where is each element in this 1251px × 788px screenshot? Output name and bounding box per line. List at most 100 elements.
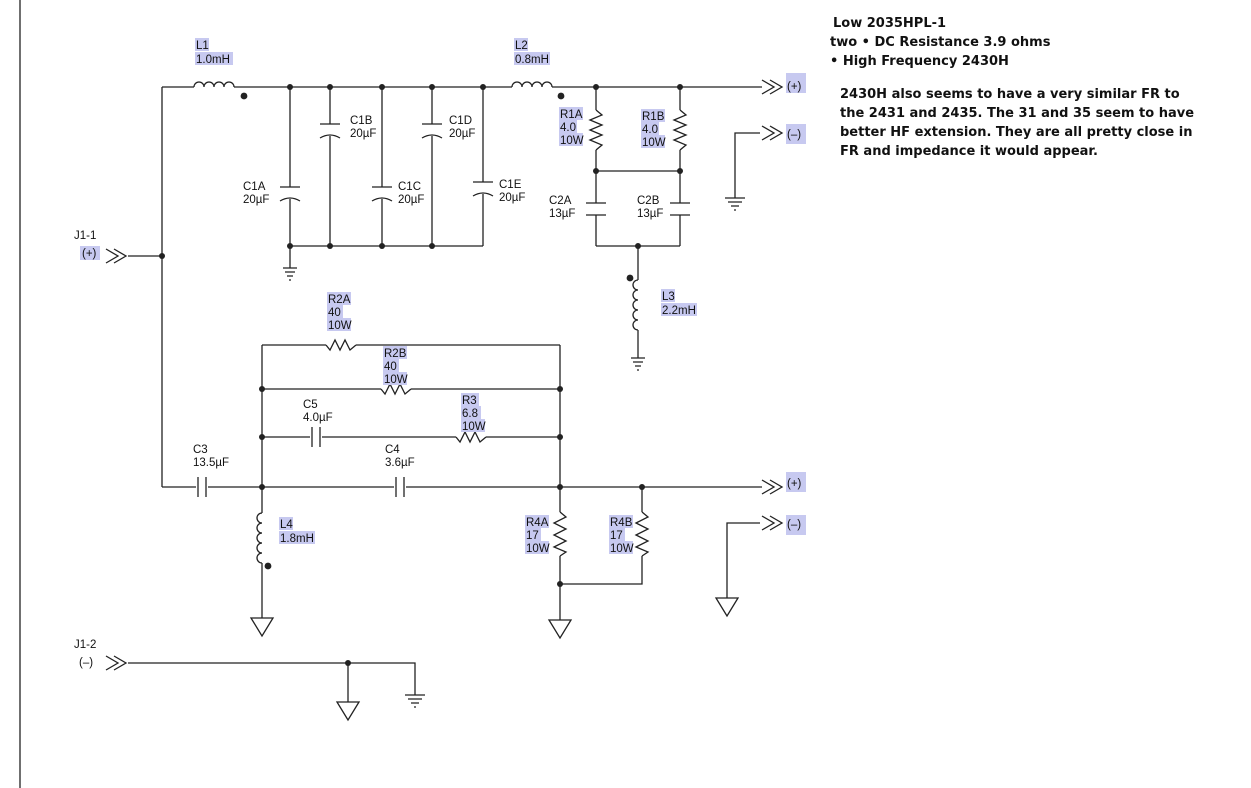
junction-dot — [677, 84, 683, 90]
c3-name: C3 — [193, 444, 208, 456]
l3-name: L3 — [662, 291, 675, 303]
connector-labels: J1-1 (+) J1-2 (–) (+) (–) (+) (–) — [74, 81, 802, 669]
inductor-l3 — [626, 274, 639, 332]
c1c-value: 20µF — [398, 194, 424, 206]
junction-dot — [557, 484, 563, 490]
component-labels: L1 1.0mH L2 0.8mH L3 2.2mH L4 1.8mH C1A … — [193, 40, 696, 555]
capacitor-c4 — [395, 477, 405, 497]
junction-dot — [327, 243, 333, 249]
c4-name: C4 — [385, 444, 400, 456]
capacitor-c1a — [279, 186, 301, 202]
inductor-l2 — [511, 81, 565, 100]
r4b-value: 17 — [610, 530, 623, 542]
lf-plus-label: (+) — [787, 478, 802, 490]
r4a-name: R4A — [526, 517, 549, 529]
l4-value: 1.8mH — [280, 533, 314, 545]
j1-1-polarity: (+) — [82, 248, 97, 260]
c2b-name: C2B — [637, 195, 660, 207]
capacitor-c1c — [371, 186, 393, 202]
junction-dot — [557, 434, 563, 440]
wires — [128, 86, 762, 702]
note-dc-resistance: two • DC Resistance 3.9 ohms — [830, 35, 1051, 50]
r3-power: 10W — [462, 421, 486, 433]
lf-minus-output-arrow — [761, 515, 784, 531]
c1c-name: C1C — [398, 181, 421, 193]
ground-symbol — [405, 694, 425, 708]
resistor-r1a — [588, 109, 604, 151]
r1b-power: 10W — [642, 137, 666, 149]
inductor-l4 — [256, 512, 272, 570]
r2b-name: R2B — [384, 348, 407, 360]
label-highlights — [80, 38, 806, 554]
junction-dot — [287, 243, 293, 249]
ground-symbol — [725, 197, 745, 211]
c2a-value: 13µF — [549, 208, 575, 220]
r4a-power: 10W — [526, 543, 550, 555]
j1-1-name: J1-1 — [74, 230, 96, 242]
r2a-value: 40 — [328, 307, 341, 319]
polarity-dot — [557, 92, 565, 100]
hf-plus-output-arrow — [761, 79, 784, 95]
junction-dot — [429, 84, 435, 90]
polarity-dot — [264, 562, 272, 570]
resistor-r4b — [634, 511, 650, 557]
r4b-power: 10W — [610, 543, 634, 555]
resistor-r2a — [325, 338, 357, 352]
ground-symbol — [283, 267, 297, 281]
j1-2-polarity: (–) — [79, 657, 93, 669]
r1a-name: R1A — [560, 109, 583, 121]
polarity-dot — [626, 274, 634, 282]
junction-dot — [429, 243, 435, 249]
junction-dot — [345, 660, 351, 666]
c1b-name: C1B — [350, 115, 373, 127]
c2a-name: C2A — [549, 195, 572, 207]
capacitor-c5 — [311, 427, 321, 447]
c1a-name: C1A — [243, 181, 266, 193]
l4-name: L4 — [280, 519, 293, 531]
c5-name: C5 — [303, 399, 318, 411]
lf-minus-label: (–) — [787, 519, 801, 531]
ground-triangle-symbol — [335, 701, 361, 722]
r2a-power: 10W — [328, 320, 352, 332]
capacitor-c1b — [319, 123, 341, 139]
junction-dot — [593, 84, 599, 90]
capacitor-c3 — [197, 477, 207, 497]
ground-triangle-symbol — [249, 617, 275, 638]
r2b-power: 10W — [384, 374, 408, 386]
junction-dot — [635, 243, 641, 249]
resistor-r3 — [455, 430, 487, 444]
polarity-dot — [240, 92, 248, 100]
c1e-value: 20µF — [499, 192, 525, 204]
r1b-name: R1B — [642, 111, 665, 123]
lf-plus-output-arrow — [761, 479, 784, 495]
c3-value: 13.5µF — [193, 457, 229, 469]
hf-minus-label: (–) — [787, 129, 801, 141]
j1-2-name: J1-2 — [74, 639, 96, 651]
r3-value: 6.8 — [462, 408, 478, 420]
l1-name: L1 — [196, 40, 209, 52]
resistor-r2b — [380, 382, 412, 396]
c1d-value: 20µF — [449, 128, 475, 140]
l2-value: 0.8mH — [515, 54, 549, 66]
junction-dot — [259, 386, 265, 392]
ground-triangle-symbol — [714, 597, 740, 618]
j1-2-input-arrow — [105, 655, 128, 671]
r1a-power: 10W — [560, 135, 584, 147]
junction-dot — [287, 84, 293, 90]
junction-dot — [379, 243, 385, 249]
junction-dot — [480, 84, 486, 90]
r1a-value: 4.0 — [560, 122, 576, 134]
l3-value: 2.2mH — [662, 305, 696, 317]
c4-value: 3.6µF — [385, 457, 415, 469]
r4a-value: 17 — [526, 530, 539, 542]
inductor-l1 — [193, 81, 248, 100]
r3-name: R3 — [462, 395, 477, 407]
note-high-frequency: • High Frequency 2430H — [830, 54, 1009, 69]
j1-1-input-arrow — [105, 248, 128, 264]
c2b-value: 13µF — [637, 208, 663, 220]
junction-dot — [259, 484, 265, 490]
l2-name: L2 — [515, 40, 528, 52]
junction-dot — [379, 84, 385, 90]
c1a-value: 20µF — [243, 194, 269, 206]
